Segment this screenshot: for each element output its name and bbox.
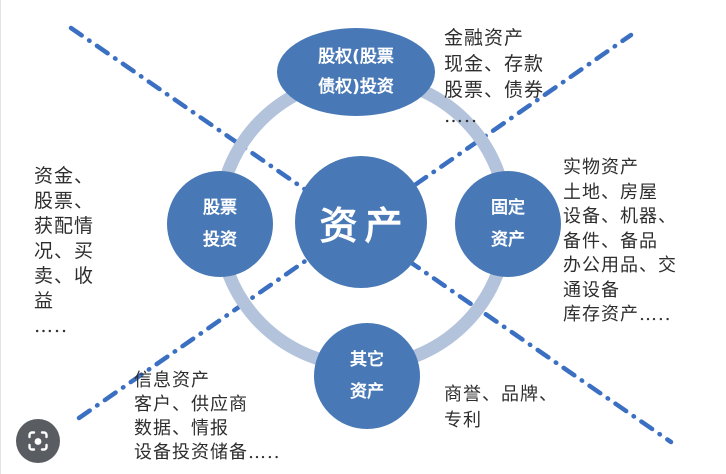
annotation-line: 设备、机器、 <box>563 206 677 227</box>
center-node-label: 资产 <box>319 203 410 248</box>
annotation-line: 备件、备品 <box>563 230 658 252</box>
annotation-information-assets: 信息资产 客户、供应商 数据、情报 设备投资储备….. <box>134 369 280 465</box>
annotation-line: 库存资产….. <box>563 304 672 325</box>
annotation-line: 现金、存款 <box>444 53 545 75</box>
annotation-line: 实物资产 <box>563 157 639 178</box>
node-other-assets: 其它 资产 <box>314 323 420 429</box>
annotation-physical-assets: 实物资产 土地、房屋 设备、机器、 备件、备品 办公用品、交 通设备 库存资产…… <box>563 156 677 328</box>
node-equity-investment: 股权(股票 债权)投资 <box>277 28 435 116</box>
node-label: 固定 <box>491 197 525 218</box>
annotation-line: 股票、债券 <box>444 79 545 101</box>
annotation-line: 获配情 <box>34 215 95 237</box>
google-lens-camera-icon <box>26 429 50 453</box>
annotation-stock-details: 资金、 股票、 获配情 况、买 卖、收 益 ….. <box>34 164 94 339</box>
lens-search-button[interactable] <box>16 419 60 463</box>
annotation-line: 土地、房屋 <box>563 181 658 203</box>
annotation-intangible-assets: 商誉、品牌、 专利 <box>444 382 558 434</box>
node-fixed-assets: 固定 资产 <box>455 171 561 277</box>
node-label: 投资 <box>203 229 237 250</box>
annotation-financial-assets: 金融资产 现金、存款 股票、债券 ….. <box>444 25 544 129</box>
node-assets-center: 资产 <box>295 156 427 288</box>
annotation-line: 设备投资储备….. <box>134 442 281 463</box>
annotation-line: 办公用品、交 <box>563 255 677 276</box>
annotation-line: 资金、 <box>34 165 95 187</box>
annotation-line: 信息资产 <box>134 370 210 391</box>
node-label: 资产 <box>350 381 384 402</box>
node-stock-investment: 股票 投资 <box>167 171 273 277</box>
annotation-line: 数据、情报 <box>134 418 229 439</box>
node-label: 股权(股票 <box>318 46 394 67</box>
annotation-line: 金融资产 <box>444 27 525 49</box>
node-label: 股票 <box>203 197 237 218</box>
annotation-line: 卖、收 <box>34 265 95 287</box>
annotation-line: ….. <box>34 315 69 337</box>
annotation-line: 专利 <box>444 410 482 431</box>
annotation-line: 通设备 <box>563 279 620 301</box>
node-label: 债权)投资 <box>318 76 394 97</box>
annotation-line: 况、买 <box>34 240 95 262</box>
annotation-line: 商誉、品牌、 <box>444 384 558 405</box>
annotation-line: 客户、供应商 <box>134 394 248 415</box>
dash-line-topleft-bottomright <box>68 25 674 445</box>
annotation-line: ….. <box>444 105 479 127</box>
annotation-line: 股票、 <box>34 190 95 212</box>
node-label: 资产 <box>491 229 525 250</box>
annotation-line: 益 <box>34 290 55 312</box>
node-label: 其它 <box>350 349 384 370</box>
